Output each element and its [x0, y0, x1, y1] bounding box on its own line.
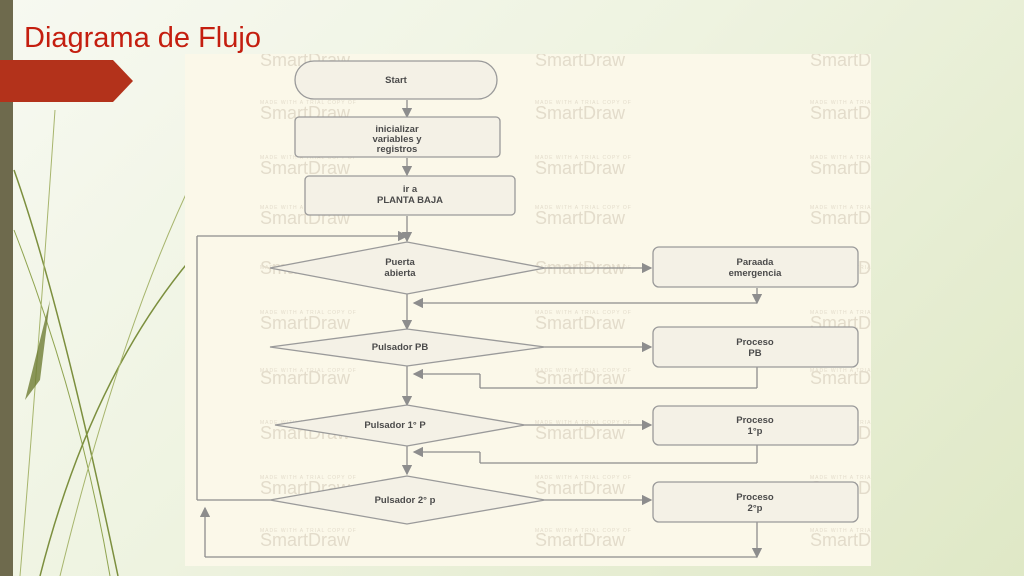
svg-text:MADE WITH A TRIAL COPY OF: MADE WITH A TRIAL COPY OF [260, 528, 357, 534]
svg-text:SmartDraw: SmartDraw [535, 103, 626, 123]
svg-text:SmartDraw: SmartDraw [535, 208, 626, 228]
svg-text:SmartDraw: SmartDraw [810, 208, 871, 228]
start-node: Start [294, 60, 498, 100]
svg-text:MADE WITH A TRIAL COPY OF: MADE WITH A TRIAL COPY OF [535, 205, 632, 211]
svg-text:MADE WITH A TRIAL COPY OF: MADE WITH A TRIAL COPY OF [810, 528, 871, 534]
svg-text:Pulsador 2° p: Pulsador 2° p [375, 495, 436, 506]
svg-text:Puerta: Puerta [385, 257, 415, 268]
svg-text:MADE WITH A TRIAL COPY OF: MADE WITH A TRIAL COPY OF [810, 100, 871, 106]
page-title: Diagrama de Flujo [24, 22, 261, 54]
svg-text:MADE WITH A TRIAL COPY OF: MADE WITH A TRIAL COPY OF [810, 475, 871, 481]
svg-text:SmartDraw: SmartDraw [810, 158, 871, 178]
svg-text:MADE WITH A TRIAL COPY OF: MADE WITH A TRIAL COPY OF [535, 475, 632, 481]
decision-button-1p: Pulsador 1° P [274, 404, 526, 447]
svg-text:ir a: ir a [403, 184, 418, 195]
svg-text:Proceso: Proceso [736, 337, 774, 348]
svg-text:Paraada: Paraada [737, 257, 775, 268]
svg-text:inicializar: inicializar [375, 124, 419, 135]
svg-text:PB: PB [748, 348, 761, 359]
svg-text:SmartDraw: SmartDraw [535, 54, 626, 70]
svg-text:MADE WITH A TRIAL COPY OF: MADE WITH A TRIAL COPY OF [535, 100, 632, 106]
svg-text:MADE WITH A TRIAL COPY OF: MADE WITH A TRIAL COPY OF [535, 310, 632, 316]
process-pb-box: Proceso PB [652, 326, 859, 368]
svg-text:SmartDraw: SmartDraw [535, 313, 626, 333]
svg-text:MADE WITH A TRIAL COPY OF: MADE WITH A TRIAL COPY OF [260, 155, 357, 161]
svg-text:Start: Start [385, 75, 407, 86]
svg-text:PLANTA BAJA: PLANTA BAJA [377, 195, 443, 206]
decision-button-pb: Pulsador PB [269, 328, 546, 367]
svg-text:SmartDraw: SmartDraw [260, 368, 351, 388]
emergency-stop-box: Paraada emergencia [652, 246, 859, 288]
svg-text:MADE WITH A TRIAL COPY OF: MADE WITH A TRIAL COPY OF [260, 310, 357, 316]
svg-text:MADE WITH A TRIAL COPY OF: MADE WITH A TRIAL COPY OF [535, 420, 632, 426]
svg-text:1°p: 1°p [748, 426, 763, 437]
svg-text:MADE WITH A TRIAL COPY OF: MADE WITH A TRIAL COPY OF [260, 100, 357, 106]
left-accent-stripe [0, 0, 13, 576]
decision-button-2p: Pulsador 2° p [269, 475, 546, 525]
decorative-lines [13, 109, 196, 576]
svg-text:variables y: variables y [372, 134, 422, 145]
svg-text:SmartDraw: SmartDraw [810, 368, 871, 388]
svg-text:MADE WITH A TRIAL COPY OF: MADE WITH A TRIAL COPY OF [535, 155, 632, 161]
process-2p-box: Proceso 2°p [652, 481, 859, 523]
decision-door-open: Puerta abierta [269, 241, 546, 295]
svg-text:Proceso: Proceso [736, 415, 774, 426]
title-tab [0, 60, 133, 102]
svg-text:MADE WITH A TRIAL COPY OF: MADE WITH A TRIAL COPY OF [810, 310, 871, 316]
svg-text:MADE WITH A TRIAL COPY OF: MADE WITH A TRIAL COPY OF [535, 368, 632, 374]
svg-text:SmartDraw: SmartDraw [810, 530, 871, 550]
connector-lines [196, 100, 763, 559]
svg-text:SmartDraw: SmartDraw [535, 478, 626, 498]
svg-text:MADE WITH A TRIAL COPY OF: MADE WITH A TRIAL COPY OF [810, 155, 871, 161]
svg-text:SmartDraw: SmartDraw [260, 530, 351, 550]
flowchart-image: SmartDraw SmartDraw SmartDraw MADE WITH … [185, 54, 871, 566]
svg-text:SmartDraw: SmartDraw [535, 368, 626, 388]
svg-text:registros: registros [377, 144, 418, 155]
svg-text:emergencia: emergencia [729, 268, 783, 279]
process-1p-box: Proceso 1°p [652, 405, 859, 446]
svg-text:SmartDraw: SmartDraw [810, 54, 871, 70]
svg-text:MADE WITH A TRIAL COPY OF: MADE WITH A TRIAL COPY OF [535, 528, 632, 534]
svg-text:MADE WITH A TRIAL COPY OF: MADE WITH A TRIAL COPY OF [260, 475, 357, 481]
svg-text:SmartDraw: SmartDraw [810, 103, 871, 123]
svg-text:MADE WITH A TRIAL COPY OF: MADE WITH A TRIAL COPY OF [260, 368, 357, 374]
svg-text:Pulsador 1° P: Pulsador 1° P [364, 420, 426, 431]
svg-text:SmartDraw: SmartDraw [260, 313, 351, 333]
svg-text:SmartDraw: SmartDraw [535, 423, 626, 443]
svg-text:2°p: 2°p [748, 503, 763, 514]
svg-text:SmartDraw: SmartDraw [260, 158, 351, 178]
svg-text:abierta: abierta [384, 268, 416, 279]
goto-ground-floor-box: ir a PLANTA BAJA [304, 175, 516, 216]
svg-text:SmartDraw: SmartDraw [535, 158, 626, 178]
svg-text:MADE WITH A TRIAL COPY OF: MADE WITH A TRIAL COPY OF [810, 205, 871, 211]
svg-text:Pulsador PB: Pulsador PB [372, 342, 429, 353]
svg-text:MADE WITH A TRIAL COPY OF: MADE WITH A TRIAL COPY OF [810, 368, 871, 374]
svg-text:SmartDraw: SmartDraw [535, 530, 626, 550]
init-process-box: inicializar variables y registros [294, 116, 501, 158]
svg-text:Proceso: Proceso [736, 492, 774, 503]
